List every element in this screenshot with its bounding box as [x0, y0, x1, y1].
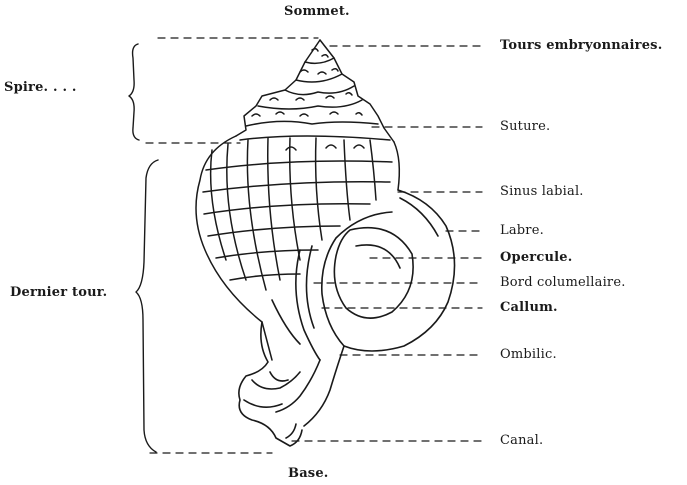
leader-lines: [146, 38, 482, 453]
shell-spire: [236, 40, 394, 142]
shell-body-whorl: [196, 136, 399, 360]
label-labre: Labre.: [500, 223, 544, 238]
label-dernier-tour: Dernier tour.: [10, 285, 107, 300]
label-opercule: Opercule.: [500, 250, 572, 265]
label-canal: Canal.: [500, 433, 543, 448]
spire-brace: [129, 44, 139, 140]
label-sommet: Sommet.: [284, 4, 350, 19]
label-spire: Spire. . . .: [4, 80, 77, 95]
shell-aperture: [272, 190, 455, 360]
shell-canal: [239, 322, 344, 446]
label-sinus-labial: Sinus labial.: [500, 184, 584, 199]
label-suture: Suture.: [500, 119, 550, 134]
label-base: Base.: [288, 466, 329, 481]
label-bord-columellaire: Bord columellaire.: [500, 275, 626, 290]
label-tours-embryonnaires: Tours embryonnaires.: [500, 38, 662, 53]
last-whorl-brace: [136, 160, 158, 452]
label-callum: Callum.: [500, 300, 558, 315]
label-ombilic: Ombilic.: [500, 347, 557, 362]
